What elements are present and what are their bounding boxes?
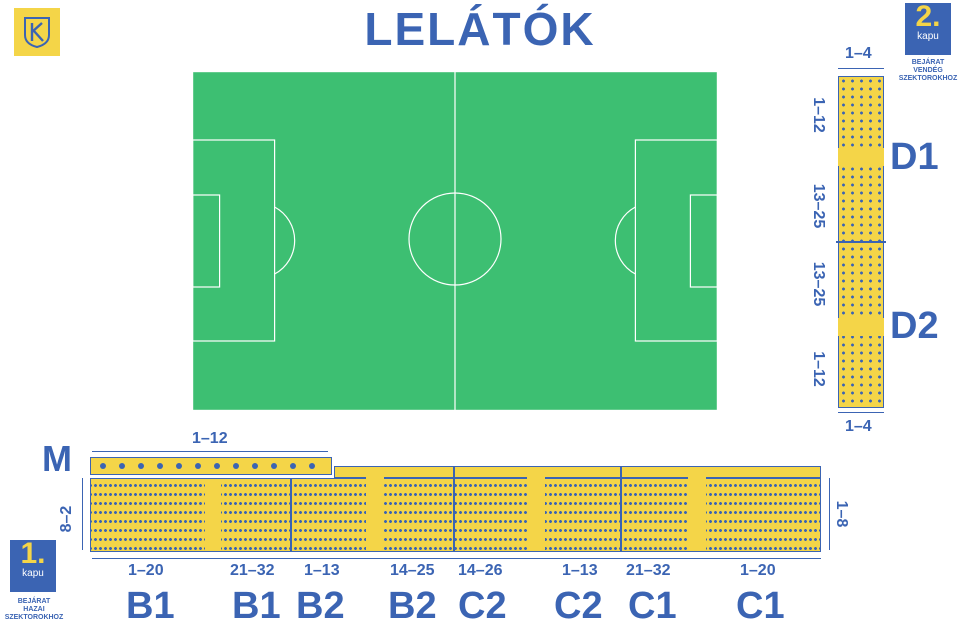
d-divider	[836, 241, 886, 243]
sector-c2-label-b[interactable]: C2	[554, 585, 603, 627]
sector-c1-label-b[interactable]: C1	[736, 585, 785, 627]
gate-2-note: BEJÁRAT VENDÉG SZEKTOROKHOZ	[898, 59, 958, 82]
b2-range-a: 1–13	[304, 562, 340, 579]
sector-c2-label-a[interactable]: C2	[458, 585, 507, 627]
d2-cols-arrow	[838, 412, 884, 413]
gate-2-label: kapu	[917, 31, 939, 42]
gate-2-badge: 2. kapu	[905, 0, 951, 55]
gate-1-label: kapu	[22, 568, 44, 579]
c2-range-b: 1–13	[562, 562, 598, 579]
b2-aisle	[366, 467, 384, 551]
m-rows-arrow	[82, 478, 83, 550]
c1-aisle	[688, 467, 706, 551]
d1-cols-label: 1–4	[845, 45, 872, 62]
d1-aisle	[838, 148, 884, 166]
football-pitch	[192, 71, 718, 411]
bottom-range-arrow	[92, 558, 821, 559]
stand-m	[90, 457, 332, 475]
d1-cols-arrow	[838, 68, 884, 71]
c1-range-a: 21–32	[626, 562, 671, 579]
sector-b2-label-a[interactable]: B2	[296, 585, 345, 627]
d2-rows-b-label: 1–12	[810, 351, 827, 387]
c1-range-b: 1–20	[740, 562, 776, 579]
gate-1-note: BEJÁRAT HAZAI SZEKTOROKHOZ	[4, 598, 64, 621]
b1-aisle	[205, 479, 221, 551]
sector-c1-label-a[interactable]: C1	[628, 585, 677, 627]
b-divider	[290, 478, 292, 552]
m-rows-label: 8–2	[58, 505, 75, 533]
c-divider	[620, 466, 622, 552]
page-title: LELÁTÓK	[364, 3, 596, 55]
club-crest-icon	[14, 8, 60, 56]
m-seats-label: 1–12	[192, 430, 228, 447]
d2-cols-label: 1–4	[845, 418, 872, 435]
sector-d2-label[interactable]: D2	[890, 305, 939, 347]
sector-b1-label-b[interactable]: B1	[232, 585, 281, 627]
c2-aisle	[527, 467, 545, 551]
sector-b1-label-a[interactable]: B1	[126, 585, 175, 627]
b2-range-b: 14–25	[390, 562, 435, 579]
d2-aisle	[838, 318, 884, 336]
gate-2-number: 2.	[915, 0, 941, 33]
d2-rows-a-label: 13–25	[810, 261, 827, 307]
c1-rows-arrow	[829, 478, 830, 550]
b1-range-b: 21–32	[230, 562, 275, 579]
stand-bc	[90, 478, 821, 552]
gate-1-badge: 1. kapu	[10, 537, 56, 592]
c1-rows-label: 1–8	[833, 500, 850, 528]
sector-m-label[interactable]: M	[42, 438, 72, 479]
sector-b2-label-b[interactable]: B2	[388, 585, 437, 627]
sector-d1-label[interactable]: D1	[890, 136, 939, 178]
gate-1-number: 1.	[20, 537, 46, 570]
bc-divider	[453, 466, 455, 552]
m-seats-arrow	[92, 451, 328, 452]
d1-rows-b-label: 13–25	[810, 183, 827, 229]
c2-range-a: 14–26	[458, 562, 503, 579]
d1-rows-a-label: 1–12	[810, 97, 827, 133]
b1-range-a: 1–20	[128, 562, 164, 579]
pitch-markings	[192, 71, 718, 411]
stand-top-row	[334, 466, 821, 478]
